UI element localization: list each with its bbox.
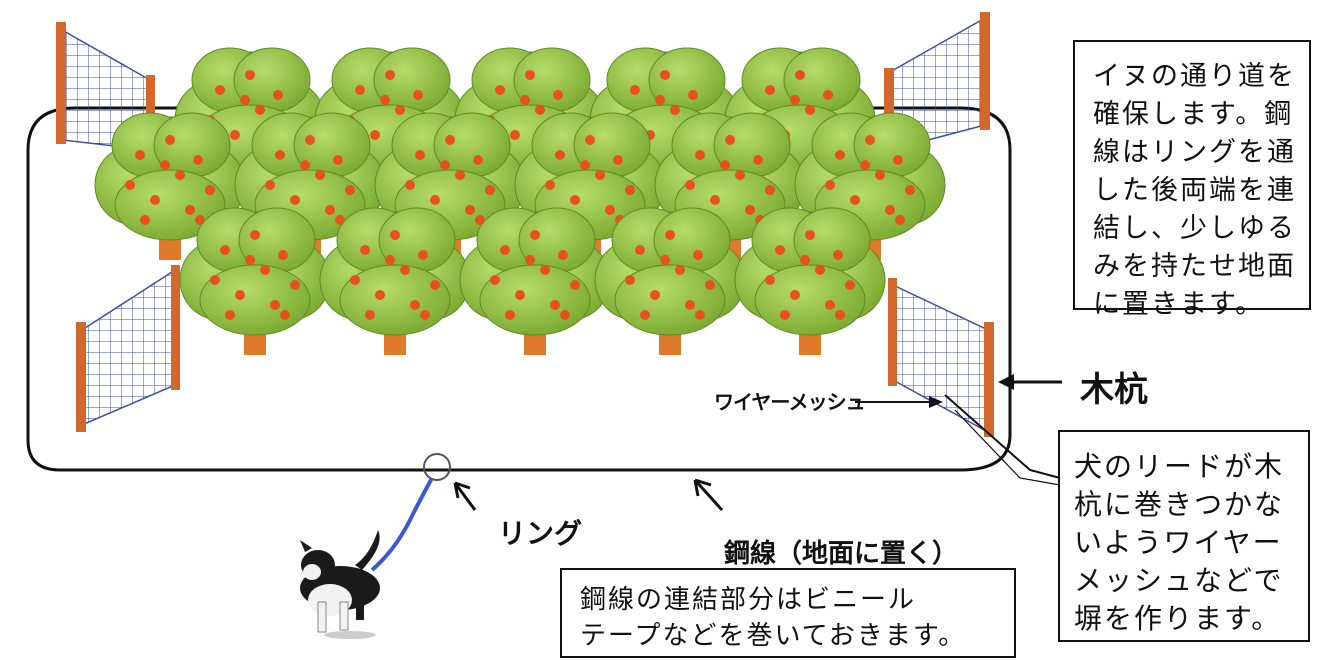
fruit-tree-icon: [374, 112, 526, 260]
note-line: に置きます。: [1093, 289, 1265, 320]
note-line: 塀を作ります。: [1074, 602, 1282, 635]
leash-pointer: [944, 394, 1061, 479]
fruit-tree-icon: [589, 47, 741, 195]
note-line: みを持たせ地面: [1093, 251, 1296, 282]
stake-icon: [76, 322, 86, 432]
note-line: 杭に巻きつかな: [1074, 488, 1285, 521]
note-line: した後両端を連: [1093, 175, 1296, 206]
note-line: 線はリングを通: [1093, 137, 1296, 168]
wire-mesh-label: ワイヤーメッシュ: [714, 390, 866, 414]
note-line: イヌの通り道を: [1093, 61, 1296, 92]
stake-icon: [980, 12, 990, 130]
arrow-icon: [693, 478, 724, 512]
note-joint: 鋼線の連結部分はビニール テープなどを巻いておきます。: [560, 568, 1016, 658]
arrow-icon: [998, 374, 1062, 390]
stake-icon: [984, 322, 994, 437]
note-line: 確保します。鋼: [1093, 99, 1294, 130]
note-line: 犬のリードが木: [1074, 450, 1285, 483]
ring-icon: [423, 453, 451, 481]
note-line: テープなどを巻いておきます。: [580, 621, 967, 651]
fruit-tree-icon: [319, 207, 471, 355]
note-line: 結し、少しゆる: [1093, 213, 1296, 244]
stake-icon: [171, 265, 180, 390]
fruit-trees: [94, 47, 946, 355]
wire-mesh-fence-bottom-right: [888, 278, 994, 437]
fruit-tree-icon: [734, 207, 886, 355]
note-dog-path: イヌの通り道を 確保します。鋼 線はリングを通 した後両端を連 結し、少しゆる …: [1073, 40, 1311, 320]
stake-label: 木杭: [1080, 370, 1148, 410]
note-leash: 犬のリードが木 杭に巻きつかな いようワイヤー メッシュなどで 塀を作ります。: [1058, 430, 1310, 642]
arrow-icon: [855, 396, 943, 408]
note-line: メッシュなどで: [1074, 564, 1284, 597]
fruit-tree-icon: [459, 207, 611, 355]
stake-icon: [888, 278, 897, 386]
stake-icon: [56, 22, 66, 144]
steel-wire-label: 鋼線（地面に置く）: [724, 539, 959, 569]
fruit-tree-icon: [234, 112, 386, 260]
fruit-tree-icon: [594, 207, 746, 355]
arrow-icon: [453, 481, 477, 511]
fruit-tree-icon: [94, 112, 246, 260]
steel-wire-loop: [26, 106, 1012, 472]
fruit-tree-icon: [179, 207, 331, 355]
fruit-tree-icon: [794, 112, 946, 260]
leash: [370, 477, 434, 572]
wire-mesh-fence-bottom-left: [76, 265, 180, 432]
note-line: いようワイヤー: [1074, 526, 1283, 559]
ring-label: リング: [498, 517, 583, 550]
note-line: 鋼線の連結部分はビニール: [580, 585, 917, 615]
dog-icon: [300, 530, 380, 639]
